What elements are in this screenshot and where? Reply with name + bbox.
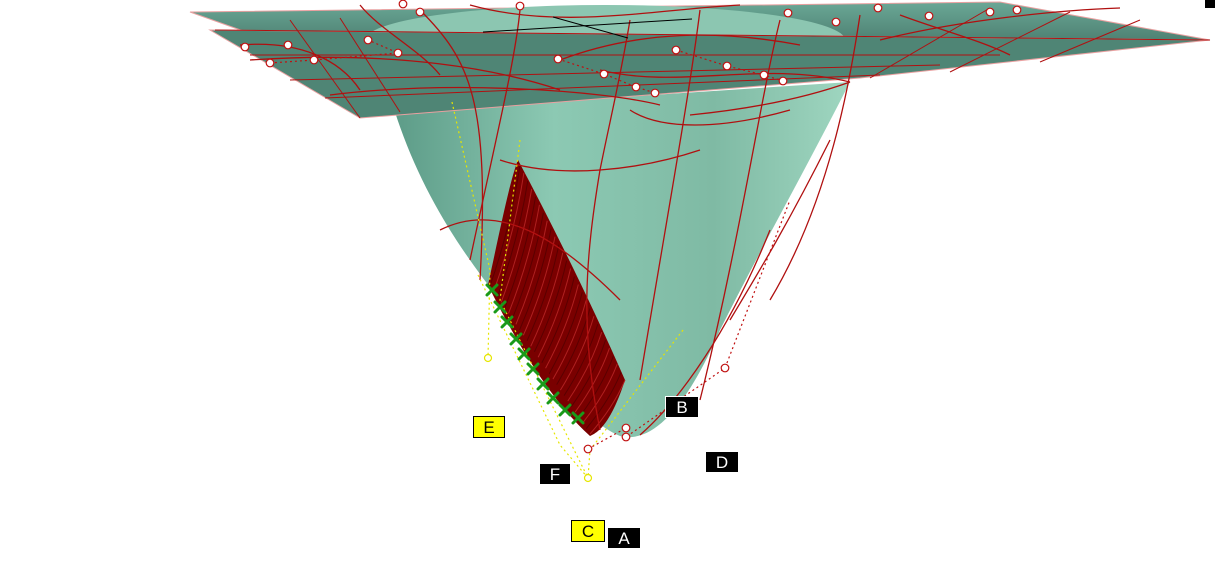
control-point-icon (720, 363, 730, 373)
label-A: A (607, 527, 641, 549)
control-point-icon (283, 40, 293, 50)
dense-isocurve (500, 188, 533, 303)
control-point-icon (265, 58, 275, 68)
dense-isocurve (545, 284, 579, 369)
label-E: E (473, 416, 505, 438)
dense-isocurve (582, 363, 618, 424)
control-point-icon (621, 423, 631, 433)
rim-crosshair (482, 16, 693, 39)
dense-isocurve (530, 252, 564, 347)
dense-isocurve (508, 204, 540, 314)
green-x-marker-icon (485, 283, 499, 297)
label-D: D (705, 451, 739, 473)
control-point-icon (240, 42, 250, 52)
control-point-icon (309, 55, 319, 65)
control-point-icon (671, 45, 681, 55)
dense-isocurve (567, 332, 603, 402)
dense-isocurve (489, 164, 521, 287)
control-point-icon (363, 35, 373, 45)
control-points (240, 0, 1022, 483)
dense-isocurve (589, 379, 626, 435)
guide-point-icon (583, 473, 593, 483)
green-x-marker-icon (493, 300, 507, 314)
control-point-icon (778, 76, 788, 86)
dense-isocurve (515, 220, 548, 325)
control-point-icon (515, 1, 525, 11)
control-point-icon (873, 3, 883, 13)
control-point-icon (583, 444, 593, 454)
dense-isocurve (559, 316, 595, 391)
control-point-icon (924, 11, 934, 21)
green-x-marker-icon (536, 377, 550, 391)
control-point-icon (631, 82, 641, 92)
control-point-icon (621, 432, 631, 442)
control-point-icon (722, 61, 732, 71)
label-B: B (665, 396, 699, 418)
green-x-marker-icon (526, 362, 540, 376)
dense-isocurve (522, 236, 556, 336)
control-point-icon (783, 8, 793, 18)
green-x-marker-icon (500, 315, 514, 329)
dense-isocurve (526, 244, 560, 342)
green-x-marker-icon (558, 403, 572, 417)
dense-isocurve (504, 196, 537, 309)
dense-isocurve (563, 324, 599, 396)
control-point-icon (1012, 5, 1022, 15)
green-x-markers (485, 283, 585, 425)
dense-isocurve (533, 260, 568, 352)
green-x-marker-icon (517, 347, 531, 361)
dense-isocurve (556, 308, 591, 385)
label-F: F (539, 463, 571, 485)
control-point-icon (650, 88, 660, 98)
green-x-marker-icon (509, 332, 523, 346)
dense-isocurve (548, 292, 583, 374)
dense-isocurve (537, 268, 572, 358)
control-point-icon (553, 54, 563, 64)
dense-isocurve (511, 212, 544, 320)
dense-isocurve (519, 228, 552, 331)
funnel-surface (395, 82, 850, 438)
dense-isocurve (585, 371, 622, 429)
plate-grid (214, 7, 1211, 119)
control-point-icon (985, 7, 995, 17)
control-point-icon (599, 69, 609, 79)
control-point-icon (415, 7, 425, 17)
control-point-icon (393, 48, 403, 58)
label-C: C (571, 520, 605, 542)
green-x-marker-icon (546, 391, 560, 405)
guide-point-icon (483, 353, 493, 363)
control-point-icon (759, 70, 769, 80)
dense-isocurve (493, 172, 525, 292)
dense-isocurve (552, 300, 587, 380)
dense-isocurve (574, 347, 610, 413)
control-point-icon (831, 17, 841, 27)
dense-isocurve (541, 276, 575, 363)
corner-gizmo-icon (1205, 0, 1215, 8)
control-point-icon (398, 0, 408, 9)
green-x-marker-icon (571, 411, 585, 425)
